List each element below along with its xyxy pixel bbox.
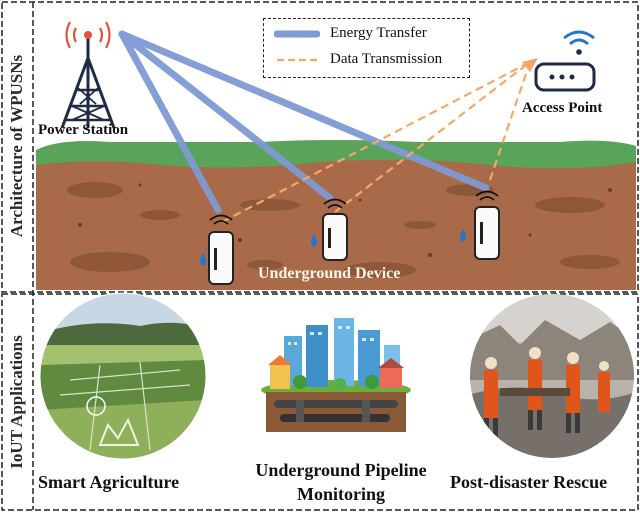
data-line-3 [488,61,532,181]
data-arrowhead [522,58,538,72]
power-station-icon [60,21,116,129]
underground-device-icon-3 [460,190,500,260]
data-legend-swatch [277,58,317,61]
underground-device-label: Underground Device [258,265,401,282]
access-point-icon [534,30,596,92]
legend: Energy Transfer Data Transmission [263,18,470,78]
pipeline-monitoring-label-line1: Underground Pipeline [255,460,427,480]
pipeline-monitoring-label-line2: Monitoring [297,484,385,504]
post-disaster-rescue-label: Post-disaster Rescue [450,472,608,492]
applications-section-label: IoUT Applications [7,335,26,469]
energy-beam-2 [118,30,334,202]
energy-legend-swatch [274,30,320,37]
post-disaster-rescue-image [470,294,634,458]
energy-legend-label: Energy Transfer [330,25,427,41]
access-point-label: Access Point [522,100,603,116]
power-station-label: Power Station [38,122,129,138]
data-legend-label: Data Transmission [330,51,443,67]
underground-device-icon-2 [311,198,348,261]
pipeline-monitoring-image [261,318,411,432]
smart-agriculture-image [40,293,206,459]
data-line-2 [334,61,531,213]
energy-beam-1 [118,30,222,214]
data-line-1 [221,61,531,223]
architecture-section-label: Architecture of WPUSNs [7,54,26,238]
underground-device-icon-1 [200,214,234,285]
smart-agriculture-label: Smart Agriculture [38,472,180,492]
energy-beam-3 [118,30,490,192]
